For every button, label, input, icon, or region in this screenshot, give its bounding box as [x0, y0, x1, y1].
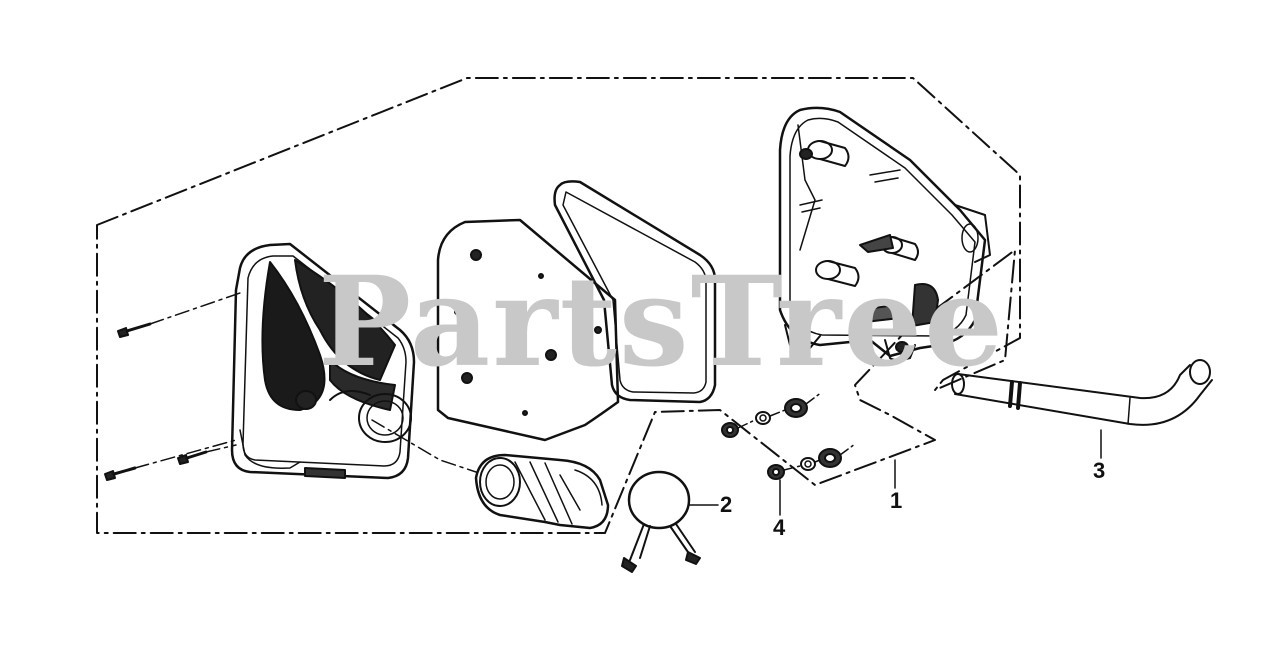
callout-3[interactable]: 3 — [1093, 458, 1106, 483]
cover-screws — [104, 322, 208, 481]
gasket — [553, 180, 717, 404]
callout-2[interactable]: 2 — [720, 492, 733, 517]
callout-1[interactable]: 1 — [890, 488, 903, 513]
breather-tube — [951, 359, 1213, 426]
air-cleaner-base — [778, 106, 991, 361]
intake-elbow — [474, 453, 610, 530]
assembly-boundary — [96, 77, 1021, 534]
callout-4[interactable]: 4 — [773, 515, 786, 540]
hose-clamp — [621, 470, 701, 573]
air-cleaner-cover — [230, 242, 416, 480]
grommets-and-nuts — [721, 398, 842, 480]
air-filter-element — [436, 218, 620, 442]
